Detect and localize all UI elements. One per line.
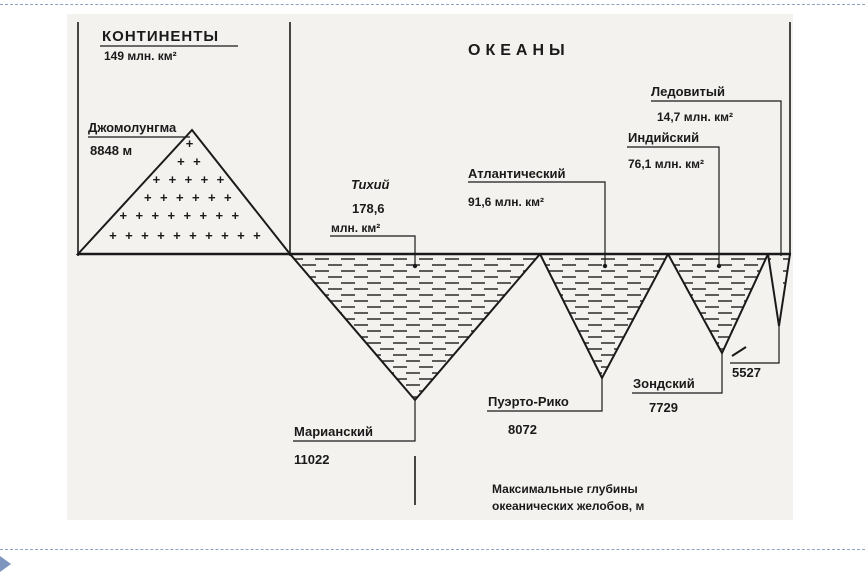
plus-mark: + bbox=[152, 208, 160, 223]
puerto-rico-name: Пуэрто-Рико bbox=[488, 394, 569, 409]
mountain-plus-pattern: ++++++++++++++++++++++++++++++++ bbox=[109, 136, 261, 243]
plus-mark: + bbox=[224, 190, 232, 205]
puerto-rico-leader bbox=[487, 378, 603, 412]
everest-name: Джомолунгма bbox=[88, 120, 177, 135]
plus-mark: + bbox=[208, 190, 216, 205]
caption-line-1: Максимальные глубины bbox=[492, 482, 638, 496]
pacific-area-unit: млн. км² bbox=[331, 221, 380, 235]
plus-mark: + bbox=[176, 190, 184, 205]
plus-mark: + bbox=[157, 228, 165, 243]
plus-mark: + bbox=[189, 228, 197, 243]
plus-mark: + bbox=[205, 228, 213, 243]
plus-mark: + bbox=[200, 208, 208, 223]
plus-mark: + bbox=[120, 208, 128, 223]
plus-mark: + bbox=[253, 228, 261, 243]
plus-mark: + bbox=[216, 208, 224, 223]
plus-mark: + bbox=[217, 172, 225, 187]
arctic-depth-leader bbox=[730, 326, 780, 364]
continents-title: КОНТИНЕНТЫ bbox=[102, 28, 219, 45]
pacific-name: Тихий bbox=[351, 177, 390, 192]
indian-area: 76,1 млн. км² bbox=[628, 157, 704, 171]
sunda-depth: 7729 bbox=[649, 400, 678, 415]
arctic-leader bbox=[651, 100, 782, 256]
slide-bullet-arrow-icon bbox=[0, 556, 11, 572]
mariana-name: Марианский bbox=[294, 424, 373, 439]
plus-mark: + bbox=[109, 228, 117, 243]
arctic-name: Ледовитый bbox=[651, 84, 725, 99]
slide-top-divider bbox=[0, 4, 865, 5]
continents-area: 149 млн. км² bbox=[104, 49, 177, 63]
plus-mark: + bbox=[144, 190, 152, 205]
pacific-leader bbox=[330, 235, 416, 266]
plus-mark: + bbox=[153, 172, 161, 187]
slide-bottom-divider bbox=[0, 549, 865, 550]
arctic-depth-tick bbox=[731, 346, 747, 357]
mariana-leader bbox=[293, 400, 416, 442]
plus-mark: + bbox=[184, 208, 192, 223]
mariana-depth: 11022 bbox=[294, 452, 329, 467]
plus-mark: + bbox=[193, 154, 201, 169]
plus-mark: + bbox=[201, 172, 209, 187]
plus-mark: + bbox=[168, 208, 176, 223]
plus-mark: + bbox=[177, 154, 185, 169]
sunda-leader bbox=[632, 353, 723, 394]
plus-mark: + bbox=[136, 208, 144, 223]
caption-line-2: океанических желобов, м bbox=[492, 499, 644, 513]
plus-mark: + bbox=[185, 172, 193, 187]
plus-mark: + bbox=[232, 208, 240, 223]
indian-name: Индийский bbox=[628, 130, 699, 145]
arctic-area: 14,7 млн. км² bbox=[657, 110, 733, 124]
atlantic-name: Атлантический bbox=[468, 166, 565, 181]
plus-mark: + bbox=[221, 228, 229, 243]
puerto-rico-depth: 8072 bbox=[508, 422, 537, 437]
plus-mark: + bbox=[186, 136, 194, 151]
arctic-depth: 5527 bbox=[732, 365, 761, 380]
arctic-trench-triangle bbox=[766, 253, 792, 327]
plus-mark: + bbox=[173, 228, 181, 243]
sunda-name: Зондский bbox=[633, 376, 695, 391]
plus-mark: + bbox=[125, 228, 133, 243]
plus-mark: + bbox=[160, 190, 168, 205]
atlantic-area: 91,6 млн. км² bbox=[468, 195, 544, 209]
oceans-title: ОКЕАНЫ bbox=[468, 42, 570, 59]
plus-mark: + bbox=[141, 228, 149, 243]
plus-mark: + bbox=[192, 190, 200, 205]
everest-height: 8848 м bbox=[90, 143, 132, 158]
plus-mark: + bbox=[169, 172, 177, 187]
atlantic-leader bbox=[468, 181, 606, 266]
plus-mark: + bbox=[237, 228, 245, 243]
indian-leader bbox=[627, 146, 720, 266]
pacific-area-value: 178,6 bbox=[352, 201, 385, 216]
